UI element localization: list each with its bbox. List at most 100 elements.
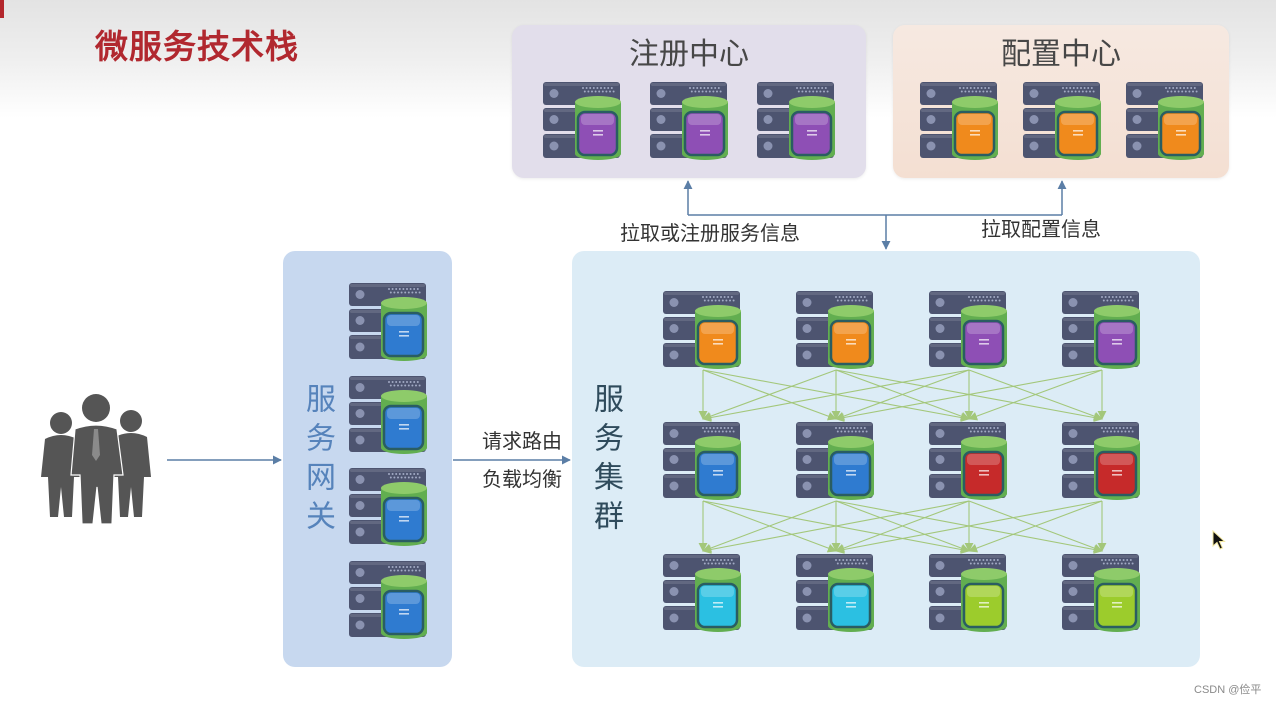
cluster-server [796,554,874,632]
cursor-icon [1212,530,1226,550]
power-led-icon [669,298,679,307]
server-icon [663,291,741,369]
server-icon [929,291,1007,369]
power-led-icon [669,350,679,360]
server-icon [650,82,728,160]
power-led-icon [802,298,812,307]
power-led-icon [355,594,365,603]
power-led-icon [1132,141,1142,151]
config-link-label: 拉取配置信息 [981,219,1101,241]
power-led-icon [935,613,945,623]
watermark: CSDN @俭平 [1194,684,1262,696]
server-icon [543,82,621,160]
power-led-icon [802,350,812,360]
service-cube [382,589,425,636]
service-cube [829,450,872,497]
gateway-server [349,561,427,639]
power-led-icon [669,324,679,333]
cluster-server [929,291,1007,369]
power-led-icon [669,481,679,491]
power-led-icon [763,89,773,98]
service-cube [1095,450,1138,497]
server-icon [349,376,427,454]
power-led-icon [935,324,945,333]
server-icon [1062,554,1140,632]
power-led-icon [926,89,936,98]
cluster-server [1062,291,1140,369]
page-title: 微服务技术栈 [95,28,299,65]
power-led-icon [355,501,365,510]
service-cube [962,582,1005,629]
power-led-icon [802,324,812,333]
registry-center-title: 注册中心 [629,38,749,71]
power-led-icon [355,342,365,352]
service-cube [683,110,726,157]
service-cube [1159,110,1202,157]
cluster-server [663,422,741,500]
power-led-icon [1029,89,1039,98]
cluster-server [1062,422,1140,500]
service-cube [576,110,619,157]
power-led-icon [1029,141,1039,151]
gateway-title: 服务网关 [301,383,334,539]
power-led-icon [763,141,773,151]
routing-label: 请求路由 [482,431,562,453]
registry-server [650,82,728,160]
registry-link-label: 拉取或注册服务信息 [620,223,800,245]
power-led-icon [669,587,679,596]
power-led-icon [355,316,365,325]
service-cube [962,319,1005,366]
config-server [1126,82,1204,160]
power-led-icon [549,115,559,124]
power-led-icon [802,455,812,464]
server-icon [796,422,874,500]
gateway-server [349,283,427,361]
service-cube [962,450,1005,497]
power-led-icon [355,527,365,537]
config-center-title: 配置中心 [1001,38,1121,71]
people-group [41,394,151,525]
power-led-icon [1068,298,1078,307]
service-cube [382,496,425,543]
cluster-server [1062,554,1140,632]
power-led-icon [935,429,945,438]
power-led-icon [802,429,812,438]
server-icon [796,291,874,369]
power-led-icon [1068,324,1078,333]
service-cube [696,582,739,629]
service-cube [696,450,739,497]
load-balancing-label: 负载均衡 [482,469,562,491]
server-icon [1023,82,1101,160]
power-led-icon [802,561,812,570]
server-icon [349,283,427,361]
power-led-icon [656,89,666,98]
power-led-icon [355,409,365,418]
power-led-icon [935,298,945,307]
config-server [1023,82,1101,160]
power-led-icon [355,620,365,630]
power-led-icon [669,613,679,623]
power-led-icon [935,455,945,464]
power-led-icon [355,568,365,577]
power-led-icon [355,290,365,299]
power-led-icon [656,141,666,151]
service-cube [1056,110,1099,157]
power-led-icon [355,383,365,392]
service-cube [382,311,425,358]
corner-accent-bar [0,0,4,18]
power-led-icon [549,89,559,98]
power-led-icon [1132,89,1142,98]
power-led-icon [935,481,945,491]
power-led-icon [1068,455,1078,464]
power-led-icon [669,429,679,438]
server-icon [1126,82,1204,160]
server-icon [349,468,427,546]
power-led-icon [1068,587,1078,596]
power-led-icon [802,613,812,623]
service-cube [382,404,425,451]
server-icon [663,422,741,500]
server-icon [1062,291,1140,369]
cluster-server [929,422,1007,500]
server-icon [757,82,835,160]
server-icon [929,422,1007,500]
